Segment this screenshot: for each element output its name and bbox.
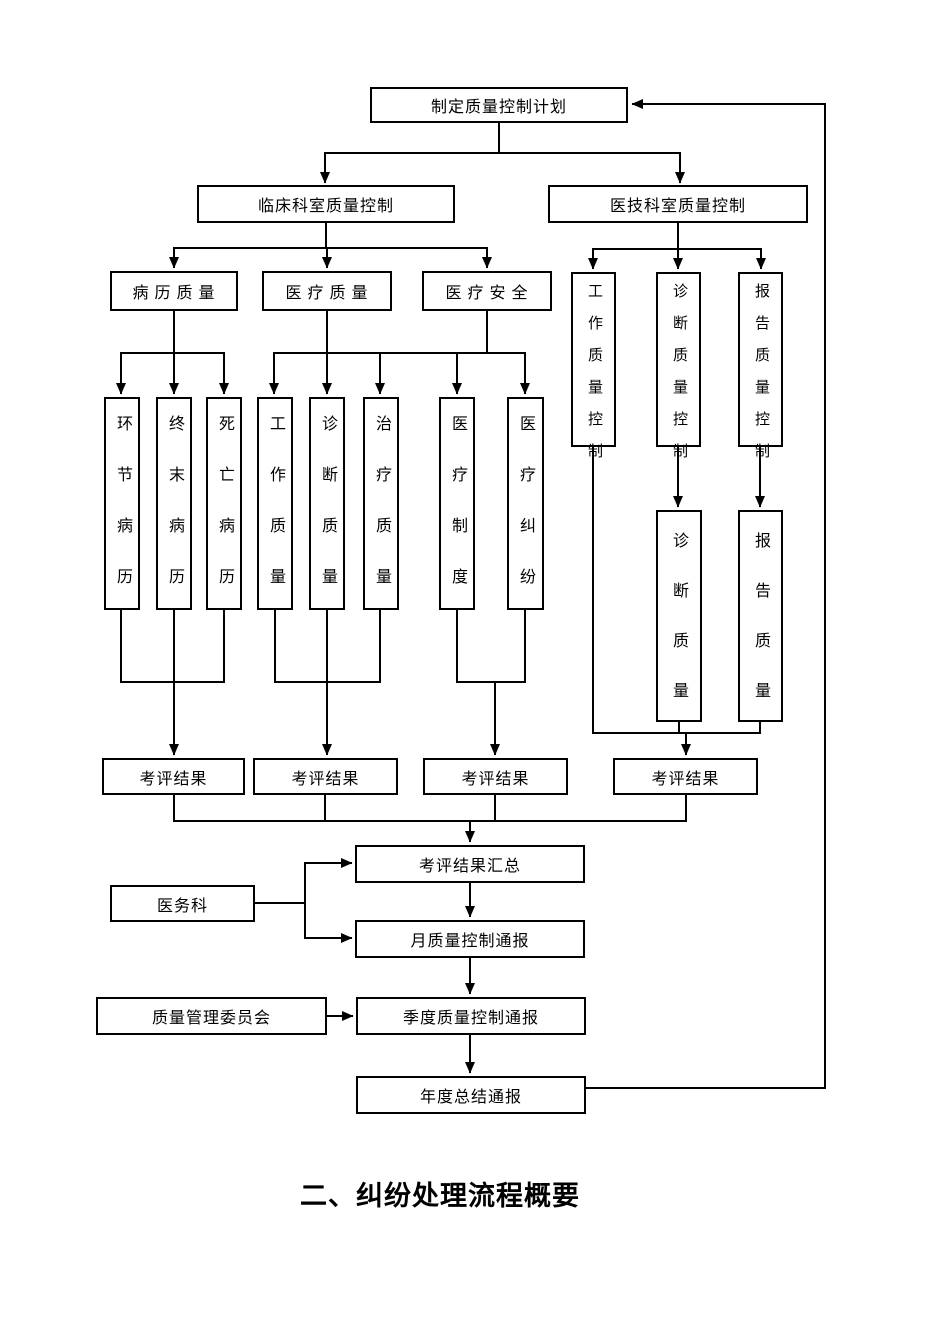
node-treatment-quality: 治疗质量 [363,397,399,619]
node-medical-safety: 医 疗 安 全 [422,271,552,311]
node-diagnosis-quality-2: 诊断质量 [656,510,702,732]
connector-lines [116,99,826,1089]
node-report-quality-control: 报告质量控制 [738,272,783,475]
node-annual-summary-report: 年度总结通报 [356,1076,586,1114]
node-eval-result-3: 考评结果 [423,758,568,795]
node-work-quality: 工作质量 [257,397,293,619]
section-heading: 二、纠纷处理流程概要 [300,1181,580,1211]
node-medical-affairs-dept: 医务科 [110,885,255,922]
node-clinical-dept-qc: 临床科室质量控制 [197,185,455,223]
node-medical-quality: 医 疗 质 量 [262,271,392,311]
node-report-quality-2: 报告质量 [738,510,783,732]
node-monthly-qc-report: 月质量控制通报 [355,920,585,958]
node-record-quality: 病 历 质 量 [110,271,238,311]
node-quality-committee: 质量管理委员会 [96,997,327,1035]
node-link-record: 环节病历 [104,397,140,619]
node-eval-result-2: 考评结果 [253,758,398,795]
node-medical-system: 医疗制度 [439,397,475,619]
node-quarterly-qc-report: 季度质量控制通报 [356,997,586,1035]
node-diagnosis-quality-control: 诊断质量控制 [656,272,701,475]
node-make-qc-plan: 制定质量控制计划 [370,87,628,123]
node-diagnosis-quality: 诊断质量 [309,397,345,619]
node-medtech-dept-qc: 医技科室质量控制 [548,185,808,223]
node-eval-result-summary: 考评结果汇总 [355,845,585,883]
node-eval-result-1: 考评结果 [102,758,245,795]
node-work-quality-control: 工作质量控制 [571,272,616,475]
node-final-record: 终末病历 [156,397,192,619]
node-medical-dispute: 医疗纠纷 [507,397,544,619]
node-eval-result-4: 考评结果 [613,758,758,795]
node-death-record: 死亡病历 [206,397,242,619]
